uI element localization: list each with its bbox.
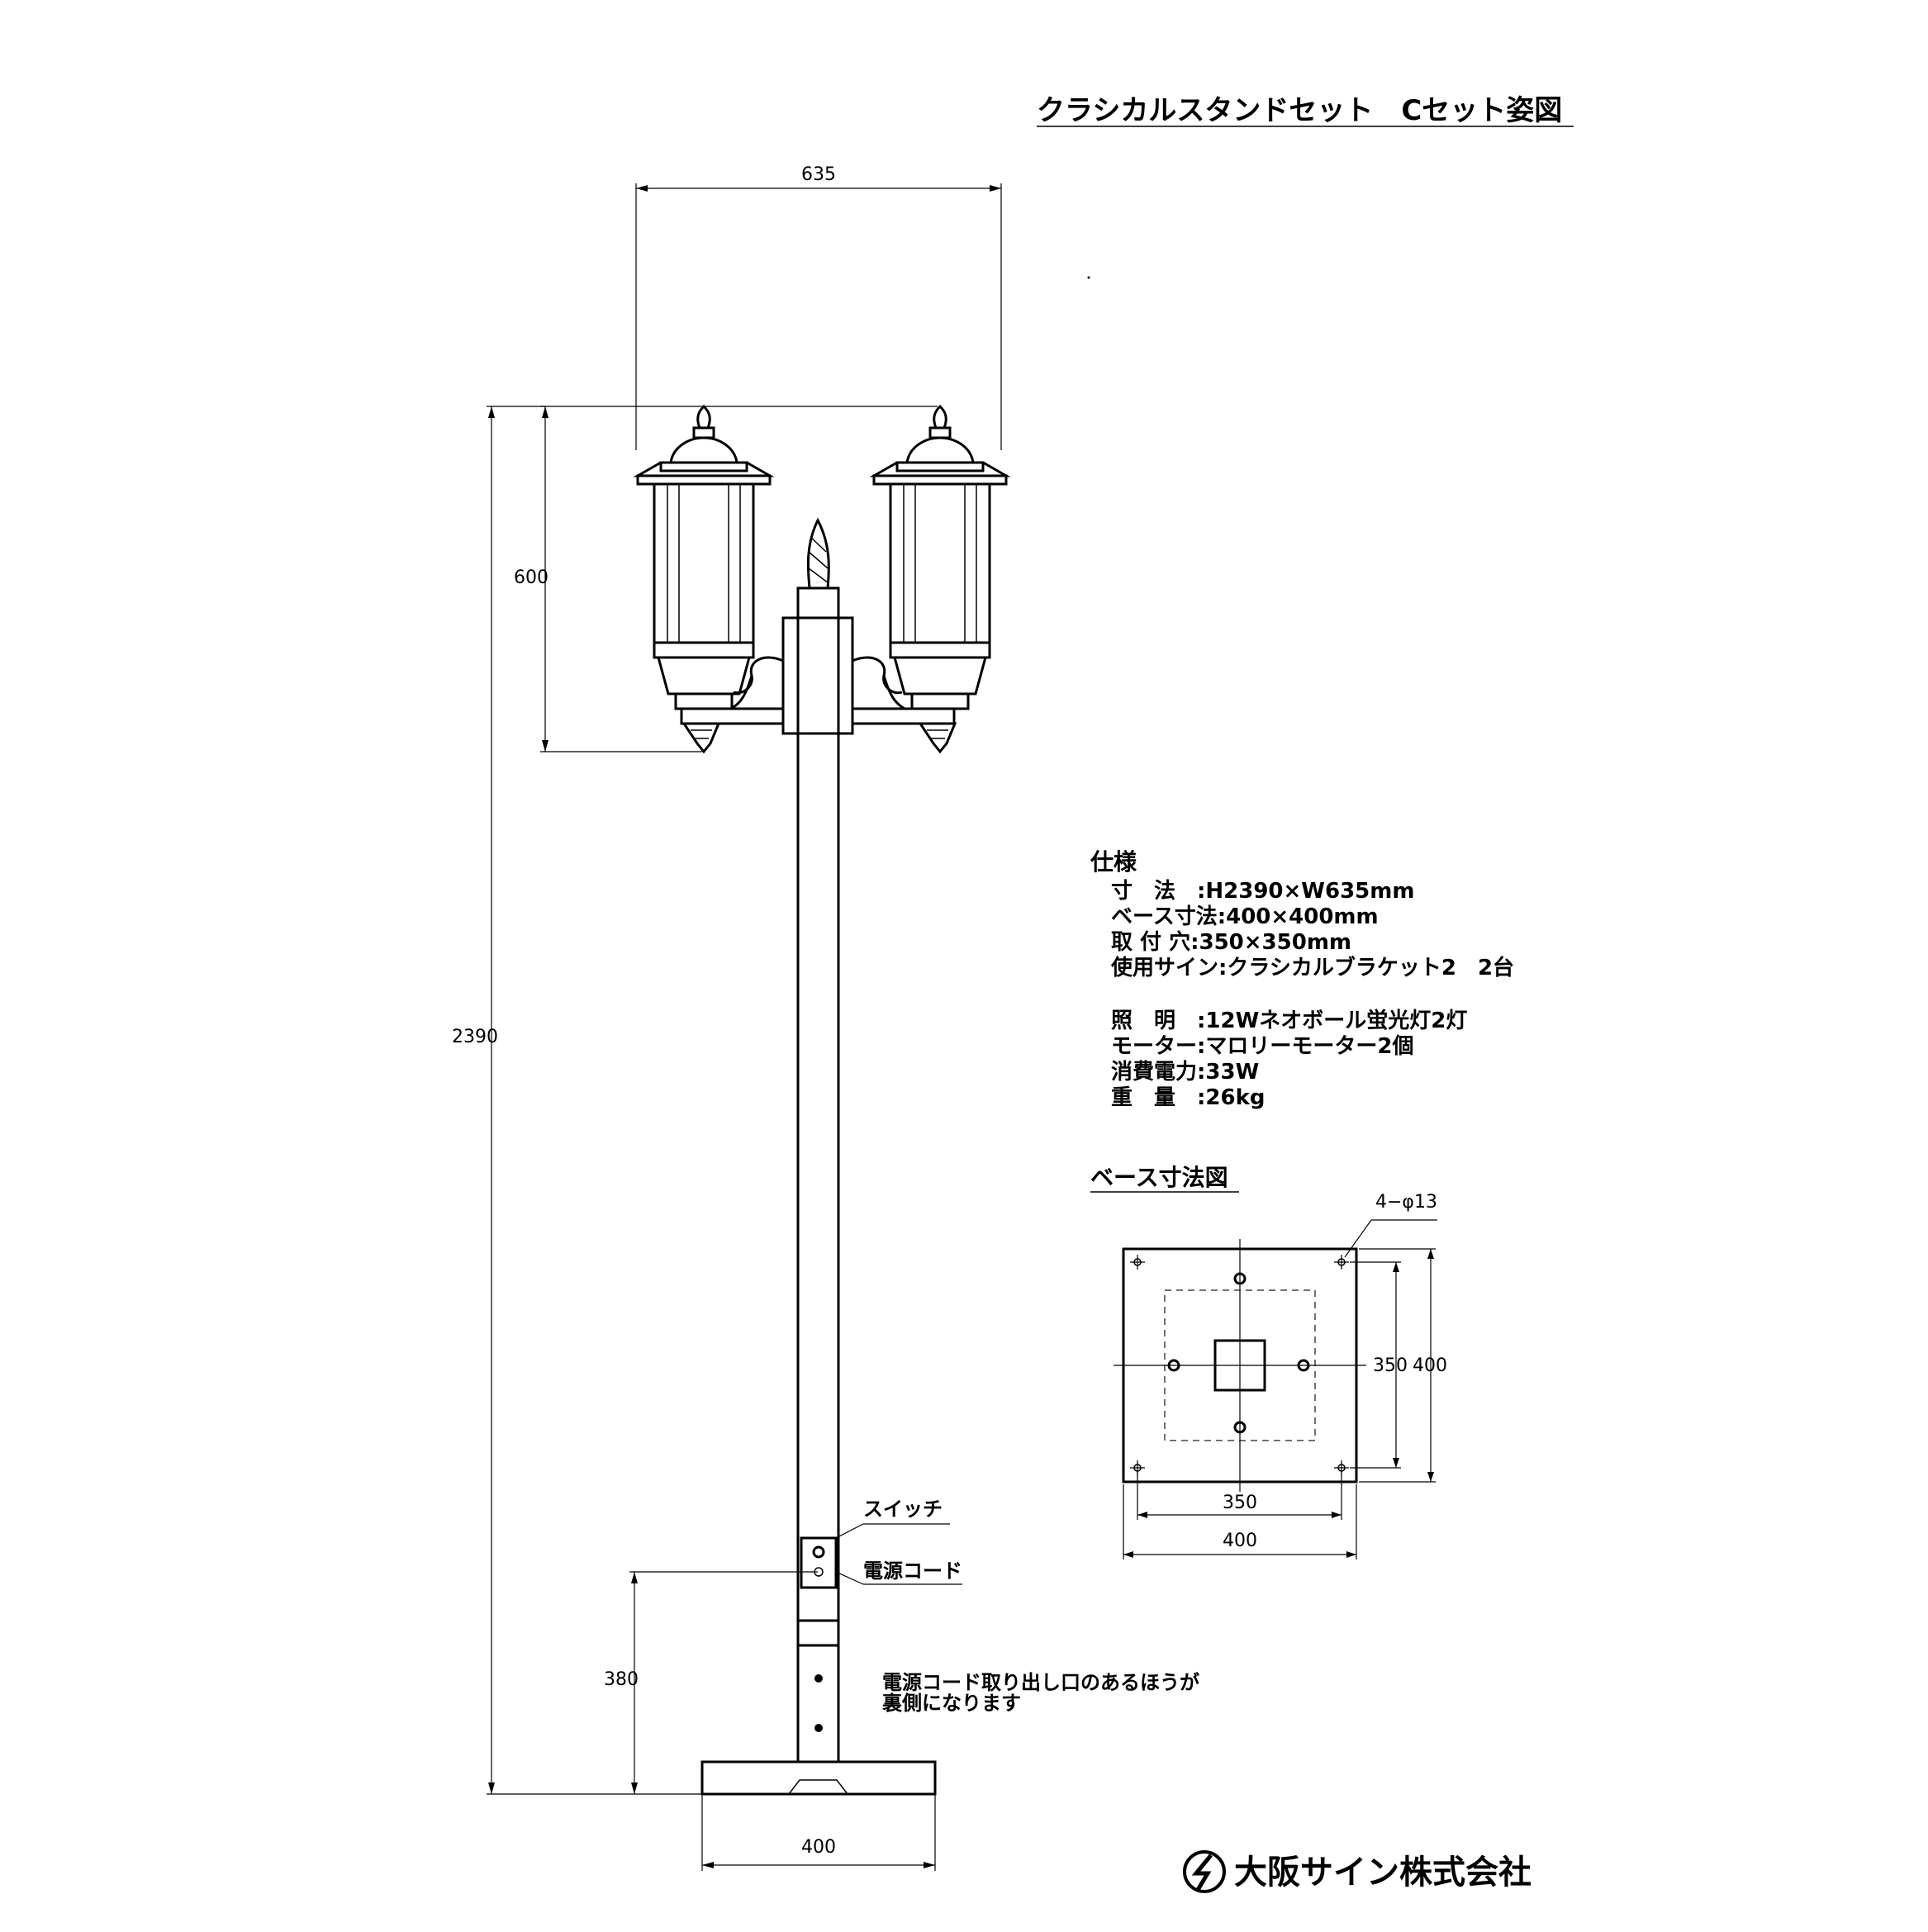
drawing-title: クラシカルスタンドセット Cセット姿図 [1037, 94, 1562, 127]
spec-line: 照 明 :12Wネオボール蛍光灯2灯 [1111, 1009, 1467, 1033]
base-plan: ベース寸法図 4−φ13 [1090, 1164, 1447, 1559]
spec-line: 使用サイン:クラシカルブラケット2 2台 [1110, 955, 1514, 980]
company-logo-icon [1183, 1850, 1226, 1893]
spec-heading: 仕様 [1090, 848, 1137, 876]
lantern-left [633, 404, 775, 754]
dim-400-horizontal: 400 [1223, 1531, 1257, 1551]
dim-380-label: 380 [604, 1669, 639, 1690]
dim-350-vertical: 350 [1373, 1355, 1408, 1376]
spec-line: ベース寸法:400×400mm [1111, 904, 1379, 929]
spec-line: モーター:マロリーモーター2個 [1111, 1034, 1414, 1059]
spec-line: 寸 法 :H2390×W635mm [1111, 879, 1414, 904]
dimension-height-2390: 2390 [452, 406, 702, 1795]
company-logo: 大阪サイン株式会社 [1183, 1850, 1531, 1893]
dim-350-horizontal: 350 [1223, 1493, 1257, 1513]
dim-635-label: 635 [801, 164, 836, 185]
dim-base-400-label: 400 [801, 1837, 836, 1858]
lantern-right [869, 404, 1011, 754]
pole-base [700, 1760, 937, 1796]
dimension-width-635: 635 [635, 164, 1002, 450]
dim-400-vertical: 400 [1413, 1355, 1447, 1376]
dim-600-label: 600 [514, 567, 548, 588]
power-cord-label: 電源コード [863, 1559, 962, 1583]
spec-line: 消費電力:33W [1111, 1060, 1259, 1085]
base-plan-heading: ベース寸法図 [1090, 1164, 1228, 1191]
company-name: 大阪サイン株式会社 [1234, 1854, 1531, 1892]
rear-note-line2: 裏側になります [881, 1692, 1021, 1715]
pole [781, 517, 854, 1762]
dim-2390-label: 2390 [452, 1027, 498, 1047]
dimension-height-380: 380 [604, 1571, 818, 1794]
switch-label: スイッチ [863, 1498, 943, 1521]
dimension-height-600: 600 [514, 406, 938, 752]
spec-block: 仕様 寸 法 :H2390×W635mm ベース寸法:400×400mm 取 付… [1090, 848, 1514, 1110]
dimension-base-400: 400 [701, 1794, 936, 1871]
bracket-arms [680, 656, 956, 725]
hole-spec-label: 4−φ13 [1375, 1192, 1437, 1213]
cord-leader [835, 1571, 864, 1585]
stray-dot [1087, 276, 1090, 279]
rear-note-line1: 電源コード取り出し口のあるほうが [882, 1671, 1199, 1694]
switch-leader [835, 1523, 864, 1539]
spec-line: 重 量 :26kg [1111, 1085, 1265, 1110]
spec-line: 取 付 穴:350×350mm [1111, 930, 1351, 955]
